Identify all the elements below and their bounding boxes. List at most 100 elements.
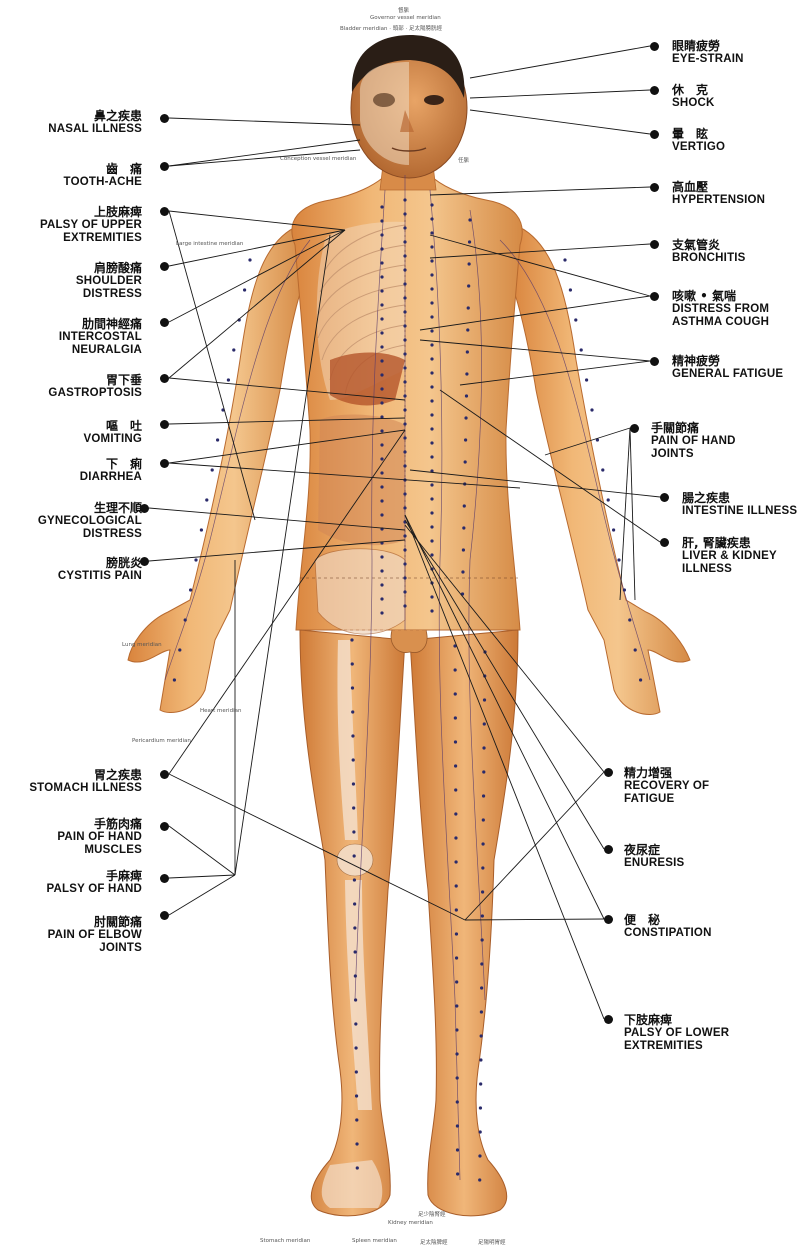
leader-line bbox=[440, 390, 660, 542]
label-en: JOINTS bbox=[48, 942, 142, 955]
leader-line bbox=[410, 470, 660, 497]
label-cn: 齒 痛 bbox=[64, 163, 142, 176]
leader-line bbox=[169, 430, 405, 774]
label-en: GASTROPTOSIS bbox=[48, 387, 142, 400]
label-cn: 肝, 腎臟疾患 bbox=[682, 537, 777, 550]
label-en: VOMITING bbox=[84, 433, 142, 446]
label-en: GENERAL FATIGUE bbox=[672, 368, 783, 381]
label-hypertension: 高血壓 HYPERTENSION bbox=[672, 181, 765, 207]
tiny-pericardium: Pericardium meridian bbox=[132, 738, 191, 744]
label-en: VERTIGO bbox=[672, 141, 725, 154]
tiny-heart: Heart meridian bbox=[200, 708, 241, 714]
label-en: SHOCK bbox=[672, 97, 715, 110]
label-cystitis: 膀胱炎 CYSTITIS PAIN bbox=[58, 557, 142, 583]
leader-line bbox=[169, 418, 405, 424]
leader-line bbox=[460, 361, 650, 385]
label-tooth-ache: 齒 痛 TOOTH-ACHE bbox=[64, 163, 142, 189]
label-en: EXTREMITIES bbox=[40, 232, 142, 245]
label-en: ENURESIS bbox=[624, 857, 684, 870]
bullet-dot bbox=[630, 424, 639, 433]
label-en: JOINTS bbox=[651, 448, 736, 461]
label-cn: 眼睛疲勞 bbox=[672, 40, 744, 53]
leader-line bbox=[630, 428, 635, 600]
label-en: PALSY OF HAND bbox=[47, 883, 142, 896]
bullet-dot bbox=[160, 420, 169, 429]
bullet-dot bbox=[160, 318, 169, 327]
label-en: BRONCHITIS bbox=[672, 252, 746, 265]
label-en: MUSCLES bbox=[57, 844, 142, 857]
label-liver-kidney: 肝, 腎臟疾患 LIVER & KIDNEY ILLNESS bbox=[682, 537, 777, 576]
leader-line bbox=[169, 378, 405, 400]
bullet-dot bbox=[140, 557, 149, 566]
leader-line bbox=[430, 187, 650, 195]
label-en: CYSTITIS PAIN bbox=[58, 570, 142, 583]
leader-line bbox=[545, 428, 630, 455]
label-cn: 肘關節痛 bbox=[48, 916, 142, 929]
label-en: CONSTIPATION bbox=[624, 927, 712, 940]
label-eye-strain: 眼睛疲勞 EYE-STRAIN bbox=[672, 40, 744, 66]
tiny-large-intestine: Large intestine meridian bbox=[176, 241, 243, 247]
label-cn: 腸之疾患 bbox=[682, 492, 797, 505]
leader-line bbox=[470, 46, 650, 78]
label-en: EXTREMITIES bbox=[624, 1040, 729, 1053]
tiny-stomach: Stomach meridian bbox=[260, 1238, 310, 1244]
bullet-dot bbox=[660, 493, 669, 502]
leader-line bbox=[420, 296, 650, 330]
label-en: PAIN OF HAND bbox=[57, 831, 142, 844]
label-shoulder-distress: 肩膀酸痛 SHOULDER DISTRESS bbox=[76, 262, 142, 301]
leader-line bbox=[169, 230, 345, 266]
leader-line bbox=[465, 772, 604, 920]
leader-line bbox=[169, 118, 360, 125]
label-en: PAIN OF ELBOW bbox=[48, 929, 142, 942]
bullet-dot bbox=[160, 207, 169, 216]
leader-line bbox=[430, 235, 650, 296]
label-bronchitis: 支氣管炎 BRONCHITIS bbox=[672, 239, 746, 265]
leader-line bbox=[470, 90, 650, 98]
bullet-dot bbox=[650, 292, 659, 301]
leader-line bbox=[620, 428, 630, 600]
label-en: ASTHMA COUGH bbox=[672, 316, 769, 329]
header-line-2: Governor vessel meridian bbox=[370, 15, 441, 21]
label-en: PALSY OF UPPER bbox=[40, 219, 142, 232]
bullet-dot bbox=[650, 42, 659, 51]
label-en: DISTRESS bbox=[38, 528, 142, 541]
leader-line bbox=[405, 525, 604, 772]
label-vertigo: 暈 眩 VERTIGO bbox=[672, 128, 725, 154]
leader-line bbox=[169, 774, 465, 920]
leader-line bbox=[169, 230, 345, 378]
label-cn: 下 痢 bbox=[80, 458, 142, 471]
label-cn: 上肢麻痺 bbox=[40, 206, 142, 219]
label-cn: 膀胱炎 bbox=[58, 557, 142, 570]
leader-line bbox=[149, 540, 405, 561]
label-en: PALSY OF LOWER bbox=[624, 1027, 729, 1040]
label-cn: 精神疲勞 bbox=[672, 355, 783, 368]
label-cn: 嘔 吐 bbox=[84, 420, 142, 433]
label-cn: 支氣管炎 bbox=[672, 239, 746, 252]
label-recovery: 精力增强 RECOVERY OF FATIGUE bbox=[624, 767, 709, 806]
bullet-dot bbox=[604, 845, 613, 854]
label-cn: 精力增强 bbox=[624, 767, 709, 780]
label-cn: 高血壓 bbox=[672, 181, 765, 194]
label-elbow-joints: 肘關節痛 PAIN OF ELBOW JOINTS bbox=[48, 916, 142, 955]
label-palsy-lower: 下肢麻痺 PALSY OF LOWER EXTREMITIES bbox=[624, 1014, 729, 1053]
label-en: RECOVERY OF bbox=[624, 780, 709, 793]
label-cn: 手麻痺 bbox=[47, 870, 142, 883]
bullet-dot bbox=[650, 130, 659, 139]
label-en: ILLNESS bbox=[682, 563, 777, 576]
bullet-dot bbox=[160, 374, 169, 383]
label-stomach-illness: 胃之疾患 STOMACH ILLNESS bbox=[29, 769, 142, 795]
label-general-fatigue: 精神疲勞 GENERAL FATIGUE bbox=[672, 355, 783, 381]
label-hand-joints: 手關節痛 PAIN OF HAND JOINTS bbox=[651, 422, 736, 461]
label-cn: 手筋肉痛 bbox=[57, 818, 142, 831]
label-cn: 休 克 bbox=[672, 84, 715, 97]
label-hand-muscles: 手筋肉痛 PAIN OF HAND MUSCLES bbox=[57, 818, 142, 857]
header-line-1: 督脈 bbox=[398, 6, 409, 14]
label-en: GYNECOLOGICAL bbox=[38, 515, 142, 528]
leader-line bbox=[169, 826, 235, 875]
label-en: DISTRESS FROM bbox=[672, 303, 769, 316]
bullet-dot bbox=[160, 262, 169, 271]
label-palsy-upper: 上肢麻痺 PALSY OF UPPER EXTREMITIES bbox=[40, 206, 142, 245]
tiny-foot-3: 足陽明胃經 bbox=[478, 1238, 506, 1246]
tiny-spleen: Spleen meridian bbox=[352, 1238, 397, 1244]
